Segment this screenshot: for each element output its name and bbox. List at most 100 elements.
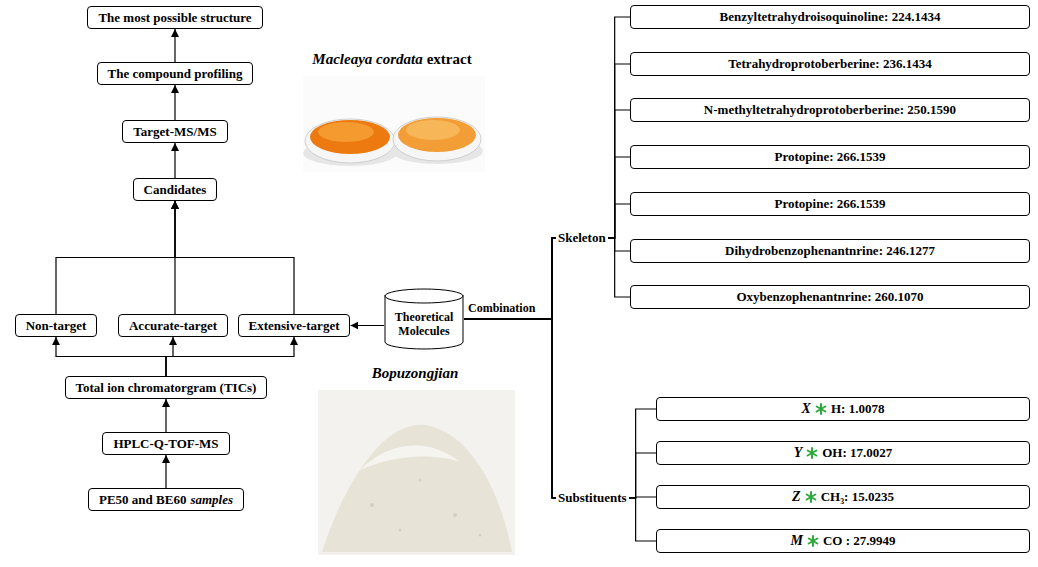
process-box: Candidates — [133, 178, 218, 201]
powder-speck — [370, 503, 374, 507]
substituent-box: M CO : 27.9949 — [656, 529, 1030, 553]
asterisk-stroke — [806, 495, 815, 500]
green-asterisk — [815, 403, 827, 415]
node-text: HPLC-Q-TOF-MS — [113, 436, 218, 452]
node-text: samples — [190, 492, 233, 508]
connector — [350, 325, 384, 326]
connector — [464, 64, 630, 319]
powder-speck — [453, 513, 457, 517]
node-text: CO : 27.9949 — [823, 533, 896, 549]
powder-speck — [479, 534, 482, 537]
process-box: Target-MS/MS — [122, 120, 227, 143]
connector — [464, 319, 656, 498]
powder-highlight — [318, 122, 374, 142]
connector — [464, 204, 630, 319]
figure-heading: extract — [427, 50, 472, 68]
node-text: Total ion chromatorgram (TICs) — [76, 380, 257, 396]
process-box: Extensive-target — [238, 314, 351, 337]
node-text: OH: 17.0027 — [822, 445, 892, 461]
green-asterisk — [805, 491, 817, 503]
database-cylinder: Theoretical Molecules — [384, 288, 464, 350]
powder-pile — [322, 425, 512, 552]
connector — [174, 29, 175, 62]
asterisk-stroke — [817, 407, 826, 412]
photo-ground — [318, 390, 515, 555]
powder-highlight — [360, 446, 460, 470]
node-text: Dihydrobenzophenantnrine: 246.1277 — [725, 243, 935, 259]
cylinder-text-area: Theoretical Molecules — [384, 300, 464, 348]
node-text: Protopine: 266.1539 — [775, 196, 886, 212]
connector — [165, 455, 166, 488]
skeleton-box: Dihydrobenzophenantnrine: 246.1277 — [630, 239, 1030, 263]
connector — [464, 238, 630, 319]
petri-dish — [305, 119, 395, 163]
node-text: Protopine: 266.1539 — [775, 149, 886, 165]
node-text: CH₃: 15.0235 — [821, 489, 894, 505]
connector — [56, 337, 166, 376]
node-text: The compound profiling — [108, 66, 243, 82]
substituent-box: Y OH: 17.0027 — [656, 441, 1030, 465]
asterisk-stroke — [809, 539, 818, 544]
group-label: Skeleton — [556, 230, 608, 246]
powder-speck — [399, 529, 402, 532]
node-text: The most possible structure — [98, 10, 251, 26]
node-text: Benzyltetrahydroisoquinoline: 224.1434 — [720, 9, 941, 25]
skeleton-box: Oxybenzophenantnrine: 260.1070 — [630, 285, 1030, 309]
node-text: Extensive-target — [249, 318, 340, 334]
connector — [174, 143, 175, 178]
process-box: PE50 and BE60samples — [88, 488, 244, 511]
node-text: Candidates — [144, 182, 207, 198]
node-text: Non-target — [26, 318, 87, 334]
process-box: Total ion chromatorgram (TICs) — [65, 376, 268, 399]
connector — [464, 319, 656, 498]
connector — [166, 337, 294, 376]
node-text: Tetrahydroprotoberberine: 236.1434 — [728, 56, 931, 72]
connector-label: Combination — [468, 301, 535, 315]
connector — [174, 85, 175, 120]
node-text: PE50 and BE60 — [99, 492, 186, 508]
skeleton-box: Benzyltetrahydroisoquinoline: 224.1434 — [630, 5, 1030, 29]
node-text: N-methyltetrahydroprotoberberine: 250.15… — [704, 102, 956, 118]
group-label: Substituents — [556, 490, 629, 506]
powder-highlight — [406, 120, 460, 140]
substituent-symbol: X — [802, 401, 811, 418]
asterisk-stroke — [817, 407, 826, 412]
connector — [464, 319, 656, 498]
powder-speck — [419, 479, 422, 482]
figure-heading: Macleaya cordata — [312, 50, 422, 68]
connector — [464, 17, 630, 319]
connector — [464, 110, 630, 319]
petri-dish — [393, 117, 481, 161]
orange-powder — [310, 120, 390, 154]
photo-caption: Bopuzongjian — [372, 364, 459, 382]
skeleton-box: Protopine: 266.1539 — [630, 192, 1030, 216]
skeleton-box: N-methyltetrahydroprotoberberine: 250.15… — [630, 98, 1030, 122]
asterisk-stroke — [808, 451, 817, 456]
node-text: Accurate-target — [129, 318, 217, 334]
connector — [464, 319, 656, 541]
node-text: H: 1.0078 — [831, 401, 884, 417]
orange-powder — [398, 118, 476, 152]
connector — [56, 201, 175, 314]
skeleton-box: Protopine: 266.1539 — [630, 145, 1030, 169]
connector — [464, 238, 630, 319]
substituent-symbol: M — [790, 533, 802, 550]
connector — [165, 399, 166, 432]
process-box: Accurate-target — [118, 314, 228, 337]
connector — [175, 201, 294, 314]
substituent-box: X H: 1.0078 — [656, 397, 1030, 421]
process-box: Non-target — [15, 314, 98, 337]
asterisk-stroke — [806, 495, 815, 500]
process-box: The most possible structure — [87, 6, 262, 29]
process-box: The compound profiling — [97, 62, 254, 85]
substituent-symbol: Y — [794, 445, 803, 462]
node-text: Oxybenzophenantnrine: 260.1070 — [736, 289, 923, 305]
orange-powder-photo — [303, 76, 485, 172]
node-text: Theoretical Molecules — [387, 310, 461, 339]
photo-ground — [303, 76, 485, 172]
asterisk-stroke — [808, 451, 817, 456]
white-powder-photo — [318, 390, 515, 555]
